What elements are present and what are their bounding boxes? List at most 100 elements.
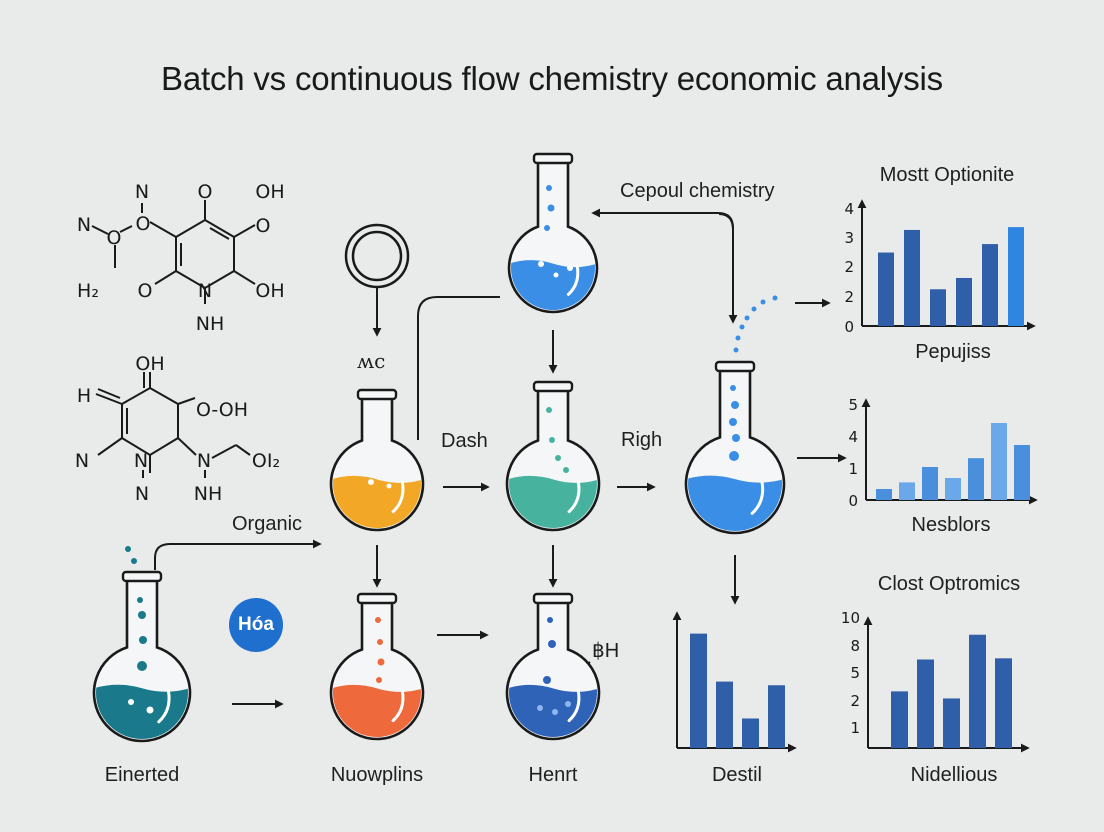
chart2-bar-5 <box>968 458 984 500</box>
label-einerted: Einerted <box>104 764 180 786</box>
mol2-n-left: N <box>75 450 89 472</box>
mol2-o-oh: O-OH <box>196 399 248 421</box>
label-henrt: Henrt <box>528 764 578 786</box>
label-righ: Righ <box>621 429 663 451</box>
chart1-tick-label: 0 <box>844 318 854 336</box>
chart2-xlabel: Nesblors <box>911 514 991 536</box>
mol2-n-right: N <box>197 450 211 472</box>
chart1-tick-label: 3 <box>844 229 854 247</box>
mol2-oh-top: OH <box>135 353 164 375</box>
label-cepoul-chemistry: Cepoul chemistry <box>620 180 775 202</box>
chart1-bar-2 <box>904 229 920 326</box>
spout-dot <box>751 306 757 312</box>
spout-dot <box>735 335 741 341</box>
chart2-tick-label: 1 <box>848 460 858 478</box>
chart2-bar-1 <box>876 489 892 500</box>
mol2-n-mid: N <box>134 450 148 472</box>
chart2-bar-7 <box>1014 445 1030 500</box>
spout-dot <box>739 324 745 330</box>
chart1-bar-5 <box>982 244 998 326</box>
chart4-tick-label: 1 <box>850 719 860 737</box>
flask-darkteal <box>92 570 192 743</box>
mol1-o-b: O <box>136 213 151 235</box>
chart4-tick-label: 2 <box>850 692 860 710</box>
spout-dot <box>131 558 137 564</box>
hoa-badge: Hóa <box>229 598 283 652</box>
chart4-tick-label: 10 <box>841 609 860 627</box>
spout-dot <box>733 347 739 353</box>
flask-right-blue <box>684 360 786 535</box>
mol1-o-a: O <box>107 227 122 249</box>
chart4-bar-1 <box>891 691 908 748</box>
mol2-h-left: H <box>77 385 91 407</box>
chart-3 <box>672 611 797 753</box>
mol2-oi2: OI₂ <box>252 450 280 472</box>
flow-arrows <box>154 208 847 709</box>
chart4-tick-label: 8 <box>850 637 860 655</box>
mol2-n-bottom: N <box>135 483 149 505</box>
spout-dot <box>744 315 750 321</box>
chart4-bar-4 <box>969 634 986 748</box>
chart3-bar-2 <box>716 681 733 748</box>
chart4-tick-label: 5 <box>850 664 860 682</box>
mol1-oh-right: OH <box>255 280 284 302</box>
chart2-bar-2 <box>899 482 915 500</box>
chart-4: 10 8 5 2 1 <box>841 609 1030 753</box>
mol1-n-mid: N <box>198 280 212 302</box>
flask-top-blue <box>507 152 599 314</box>
chart2-bar-3 <box>922 467 938 500</box>
mol1-o-bottom: O <box>138 280 153 302</box>
molecule-1-labels: O N OH N O O O H₂ O N OH NH <box>77 181 285 335</box>
mol1-oh-top: OH <box>255 181 284 203</box>
mol1-n-left: N <box>77 214 91 236</box>
chart1-bar-6 <box>1008 227 1024 326</box>
chart1-tick-label: 2 <box>844 258 854 276</box>
spout-dot <box>760 299 766 305</box>
chart1-tick-label: 2 <box>844 288 854 306</box>
molecule-1 <box>91 200 256 304</box>
flask-teal <box>505 380 601 532</box>
chart2-bar-4 <box>945 478 961 500</box>
mol1-nh: NH <box>196 313 225 335</box>
mol1-n-top: N <box>135 181 149 203</box>
mol1-o-right: O <box>256 215 271 237</box>
spout-dot <box>125 546 131 552</box>
chart1-bar-1 <box>878 252 894 326</box>
chart1-tick-label: 4 <box>844 200 854 218</box>
chart4-title: Clost Optromics <box>877 573 1021 595</box>
label-eh: ฿H <box>592 640 620 662</box>
chart2-tick-label: 4 <box>848 428 858 446</box>
mol2-nh: NH <box>194 483 223 505</box>
chart1-bar-3 <box>930 289 946 326</box>
chart2-tick-label: 5 <box>848 396 858 414</box>
chart3-bar-1 <box>690 633 707 748</box>
molecule-2-labels: OH H O-OH N N N N NH OI₂ <box>75 353 280 505</box>
spout-dot <box>772 295 778 301</box>
chart1-title: Mostt Optionite <box>879 164 1015 186</box>
chart3-xlabel: Destil <box>711 764 763 786</box>
label-nuowplins: Nuowplins <box>330 764 424 786</box>
chart4-bar-5 <box>995 658 1012 748</box>
label-mc: ʍc <box>357 349 386 373</box>
chart4-xlabel: Nidellious <box>910 764 998 786</box>
chart3-bar-3 <box>742 718 759 748</box>
molecule-2 <box>95 372 251 478</box>
mol1-o-top: O <box>198 181 213 203</box>
chart2-tick-label: 0 <box>848 492 858 510</box>
chart4-bar-2 <box>917 659 934 748</box>
chart-1: 4 3 2 2 0 <box>844 199 1036 336</box>
chart3-bar-4 <box>768 685 785 748</box>
flasks-group <box>92 152 786 743</box>
chart1-xlabel: Pepujiss <box>915 341 991 363</box>
chart-2: 5 4 1 0 <box>848 396 1038 510</box>
flask-orange <box>329 388 425 532</box>
flask-navy <box>505 592 601 741</box>
page-title: Batch vs continuous flow chemistry econo… <box>161 60 943 97</box>
flask-red <box>329 592 425 741</box>
label-organic: Organic <box>232 513 303 535</box>
chart4-bar-3 <box>943 698 960 748</box>
chart1-bar-4 <box>956 277 972 326</box>
mol1-h2: H₂ <box>77 280 99 302</box>
